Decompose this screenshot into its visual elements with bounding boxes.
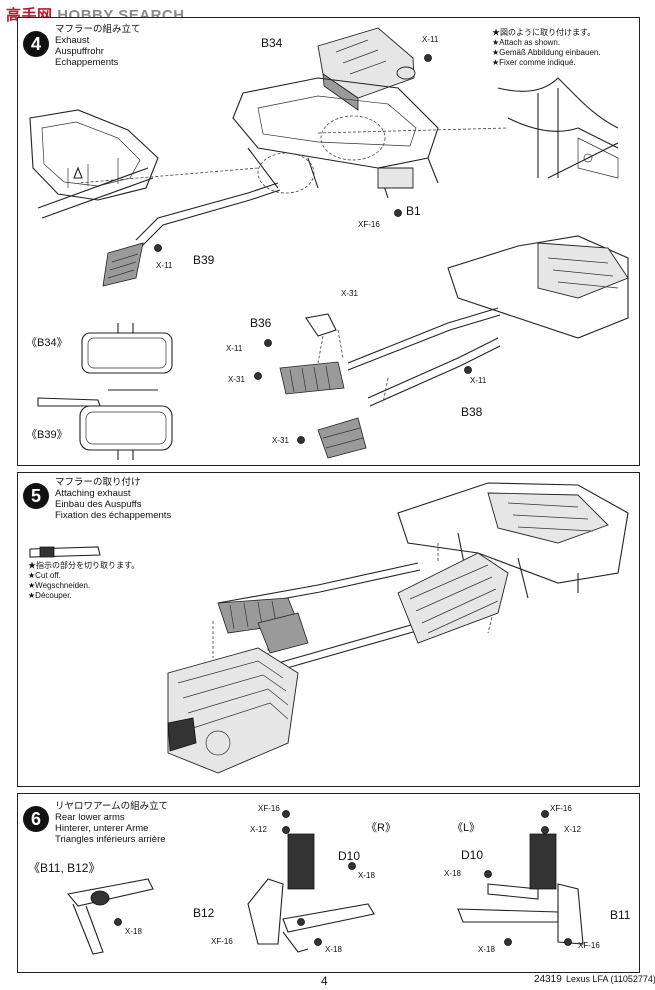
step4-note: ★図のように取り付けます。 ★Attach as shown. ★Gemäß A… — [492, 28, 601, 68]
step6-l-label: 《L》 — [452, 822, 481, 834]
step4-title-en: Exhaust — [55, 35, 90, 46]
label-r-x12: X-12 — [250, 825, 267, 834]
label-x31-mid: X-31 — [228, 375, 245, 384]
step5-note-de: ★Wegschneiden. — [28, 581, 91, 590]
step6-ref-label: 《B11, B12》 — [28, 861, 101, 875]
step5-title-en: Attaching exhaust — [55, 488, 131, 499]
label-x11-top: X-11 — [422, 35, 439, 44]
step6-left-assembly — [457, 810, 584, 946]
label-b39: B39 — [193, 253, 215, 267]
label-r-xf16-top: XF-16 — [258, 804, 280, 813]
label-l-xf16-bottom: XF-16 — [578, 941, 600, 950]
label-x11-mid: X-11 — [226, 344, 243, 353]
label-x11-right: X-11 — [470, 376, 487, 385]
step5-cut-part — [29, 546, 101, 558]
label-l-b11: B11 — [610, 908, 631, 922]
label-x31-top: X-31 — [341, 289, 358, 298]
step5-title-fr: Fixation des échappements — [55, 510, 172, 521]
step5-title: マフラーの取り付け Attaching exhaust Einbau des A… — [55, 477, 171, 521]
step5-manifolds — [217, 597, 309, 654]
step6-panel: 6 リヤロワアームの組み立て Rear lower arms Hinterer,… — [17, 793, 640, 973]
page-number: 4 — [321, 974, 328, 988]
step5-title-jp: マフラーの取り付け — [55, 477, 141, 488]
label-x11-left: X-11 — [156, 261, 173, 270]
step4-note-fr: ★Fixer comme indiqué. — [492, 58, 576, 67]
step4-panel: 4 マフラーの組み立て Exhaust Auspuffrohr Echappem… — [17, 17, 640, 466]
step5-number: 5 — [23, 483, 49, 509]
label-r-d10: D10 — [338, 849, 361, 863]
step4-reference-parts — [37, 323, 173, 460]
label-b38: B38 — [461, 405, 483, 419]
label-r-x18-a: X-18 — [358, 871, 375, 880]
label-l-d10: D10 — [461, 848, 484, 862]
step4-note-de: ★Gemäß Abbildung einbauen. — [492, 48, 601, 57]
step6-title-en: Rear lower arms — [55, 812, 125, 823]
step6-title: リヤロワアームの組み立て Rear lower arms Hinterer, u… — [55, 801, 168, 845]
step5-panel: 5 マフラーの取り付け Attaching exhaust Einbau des… — [17, 472, 640, 787]
step6-title-fr: Triangles inférieurs arrière — [55, 834, 166, 845]
step4-note-en: ★Attach as shown. — [492, 38, 561, 47]
label-l-xf16-top: XF-16 — [550, 804, 572, 813]
label-l-x18-a: X-18 — [444, 869, 461, 878]
label-xf16: XF-16 — [358, 220, 380, 229]
step6-title-de: Hinterer, unterer Arme — [55, 823, 149, 834]
label-r-b12: B12 — [193, 906, 215, 920]
step4-right-assembly — [279, 235, 629, 459]
step4-frame — [77, 77, 509, 199]
label-x18-ref: X-18 — [125, 927, 142, 936]
step4-title-de: Auspuffrohr — [55, 46, 104, 57]
step4-title-fr: Echappements — [55, 57, 119, 68]
step6-r-label: 《R》 — [366, 822, 396, 834]
step4-detail-right — [497, 77, 619, 179]
label-r-xf16-bottom: XF-16 — [211, 937, 233, 946]
step4-number: 4 — [23, 31, 49, 57]
label-b34-ref: 《B34》 — [26, 337, 68, 349]
step4-title-jp: マフラーの組み立て — [55, 24, 141, 35]
step6-right-assembly — [247, 810, 375, 953]
footer-code: 24319 — [534, 974, 562, 985]
step5-title-de: Einbau des Auspuffs — [55, 499, 142, 510]
step4-screws — [154, 54, 472, 444]
step5-note-jp: ★指示の部分を切り取ります。 — [28, 561, 140, 570]
step4-note-jp: ★図のように取り付けます。 — [492, 28, 596, 37]
label-b34: B34 — [261, 36, 283, 50]
pipe-b39 — [102, 182, 281, 287]
step5-note-fr: ★Découper. — [28, 591, 72, 600]
step5-illustration — [29, 482, 629, 774]
label-l-x18-b: X-18 — [478, 945, 495, 954]
step4-detail-left — [29, 109, 159, 219]
label-r-x18-b: X-18 — [325, 945, 342, 954]
step6-number: 6 — [23, 806, 49, 832]
label-b36: B36 — [250, 316, 272, 330]
step5-transmission — [397, 552, 509, 644]
step5-note: ★指示の部分を切り取ります。 ★Cut off. ★Wegschneiden. … — [28, 561, 139, 601]
step4-illustration — [29, 27, 629, 460]
step5-note-en: ★Cut off. — [28, 571, 61, 580]
step6-ref-arm — [66, 878, 154, 955]
label-b1: B1 — [406, 204, 421, 218]
step4-title: マフラーの組み立て Exhaust Auspuffrohr Echappemen… — [55, 24, 141, 68]
label-b39-ref: 《B39》 — [26, 429, 68, 441]
label-l-x12: X-12 — [564, 825, 581, 834]
label-x31-bottom: X-31 — [272, 436, 289, 445]
step6-title-jp: リヤロワアームの組み立て — [55, 801, 169, 812]
footer-model: Lexus LFA (11052774) — [566, 974, 655, 984]
step6-illustration — [66, 810, 584, 955]
step5-engine — [167, 647, 299, 774]
